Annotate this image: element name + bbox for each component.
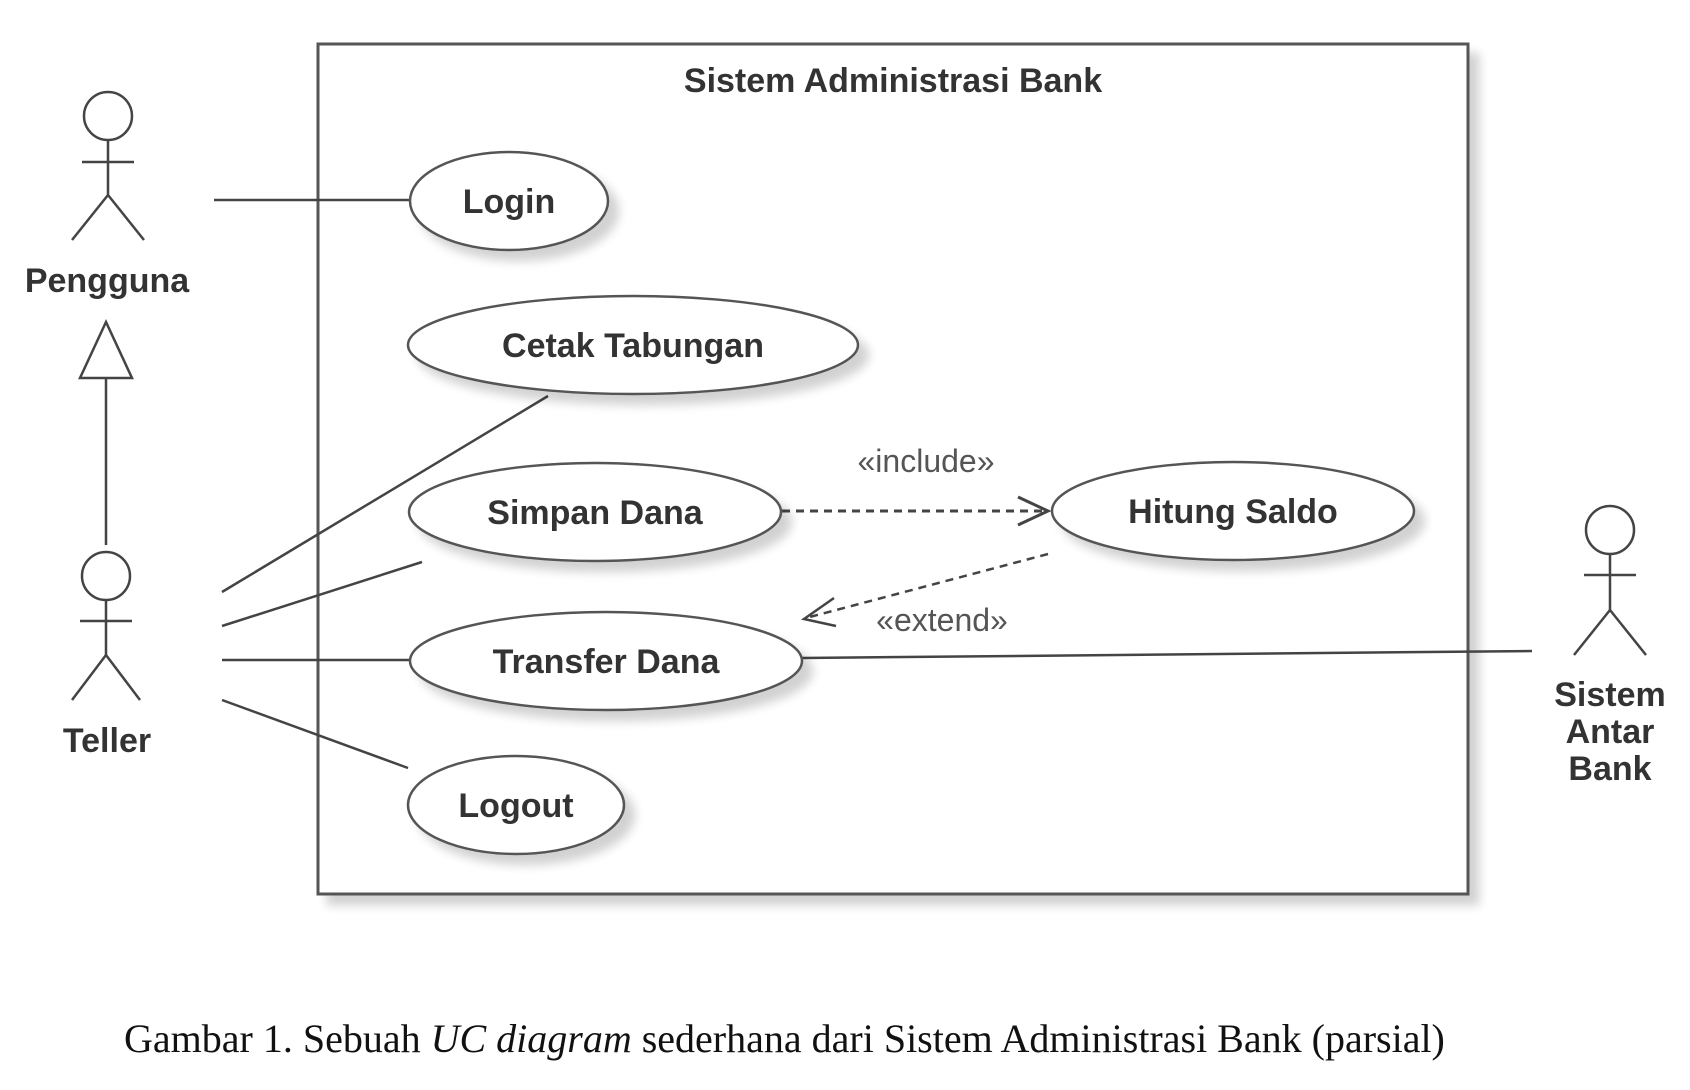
assoc-teller-simpan-dana <box>221 560 423 628</box>
use-case-hitung-saldo[interactable]: Hitung Saldo <box>1050 460 1416 562</box>
stick-figure-icon <box>1573 504 1647 656</box>
generalization-arrowhead <box>78 319 134 380</box>
assoc-teller-logout <box>221 698 409 770</box>
stick-figure-icon <box>71 550 141 701</box>
extend-arrowhead <box>800 596 837 628</box>
use-case-label: Cetak Tabungan <box>502 327 764 365</box>
actor-label-line-2: Antar <box>1566 713 1655 751</box>
caption-prefix: Gambar 1. Sebuah <box>124 1016 431 1061</box>
use-case-cetak-tabungan[interactable]: Cetak Tabungan <box>406 294 860 396</box>
caption-italic: UC diagram <box>431 1016 632 1061</box>
actor-label-line-3: Bank <box>1568 750 1651 788</box>
use-case-label: Transfer Dana <box>493 643 721 681</box>
use-case-label: Hitung Saldo <box>1128 493 1338 531</box>
use-case-logout[interactable]: Logout <box>406 754 626 856</box>
generalization-teller-pengguna <box>78 319 134 545</box>
include-relation: «include» <box>782 443 1052 527</box>
assoc-transfer-dana-sistem-antar-bank <box>801 649 1533 660</box>
actor-teller[interactable]: Teller <box>63 550 151 760</box>
actor-pengguna[interactable]: Pengguna <box>25 90 190 300</box>
system-title: Sistem Administrasi Bank <box>684 62 1102 100</box>
stick-figure-icon <box>71 90 145 241</box>
assoc-teller-cetak-tabungan <box>221 394 549 594</box>
actor-sistem-antar-bank[interactable]: Sistem Antar Bank <box>1554 504 1666 788</box>
caption-suffix: sederhana dari Sistem Administrasi Bank … <box>632 1016 1445 1061</box>
actor-label: Pengguna <box>25 262 190 300</box>
include-label: «include» <box>858 443 995 479</box>
use-case-label: Login <box>463 183 556 221</box>
figure-caption: Gambar 1. Sebuah UC diagram sederhana da… <box>124 1016 1445 1061</box>
actor-label: Teller <box>63 722 151 760</box>
use-case-simpan-dana[interactable]: Simpan Dana <box>407 461 783 563</box>
associations <box>214 198 1533 770</box>
use-case-label: Simpan Dana <box>487 494 703 532</box>
extend-relation: «extend» <box>800 552 1049 638</box>
use-case-login[interactable]: Login <box>408 150 610 252</box>
actor-label-line-1: Sistem <box>1554 676 1666 714</box>
extend-label: «extend» <box>876 602 1008 638</box>
include-arrowhead <box>1017 495 1052 527</box>
use-case-transfer-dana[interactable]: Transfer Dana <box>408 610 804 712</box>
use-case-label: Logout <box>458 787 573 825</box>
